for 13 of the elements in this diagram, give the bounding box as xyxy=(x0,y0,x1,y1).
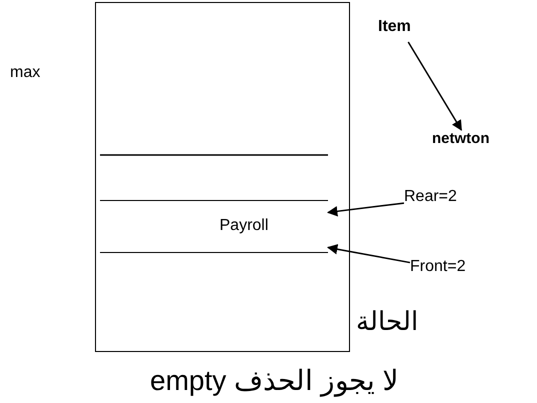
note-text: الحالة xyxy=(356,306,418,337)
node-label: Rear=2 xyxy=(404,188,457,206)
slot-text: Payroll xyxy=(220,216,268,234)
queue-box xyxy=(95,2,350,352)
arrow xyxy=(326,202,404,216)
node-label: netwton xyxy=(432,130,490,147)
arrow xyxy=(408,42,462,131)
note-text: max xyxy=(10,64,40,82)
queue-slot xyxy=(100,200,328,252)
node-label: Front=2 xyxy=(410,258,466,276)
node-label: Item xyxy=(378,18,411,36)
note-text: empty لا يجوز الحذف xyxy=(150,364,399,397)
arrow xyxy=(326,244,410,264)
